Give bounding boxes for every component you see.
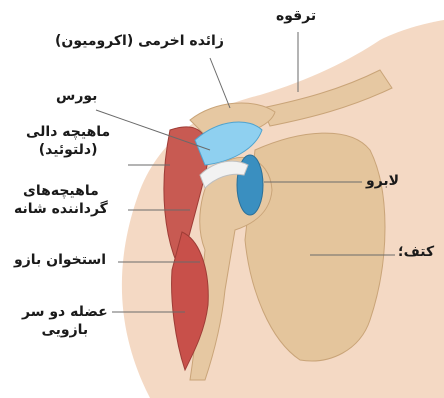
label-biceps-line1: عضله دو سر xyxy=(22,304,108,322)
label-rotator-cuff-line1: ماهیچه‌های xyxy=(14,183,108,201)
label-deltoid-line1: ماهیچه دالی xyxy=(26,124,110,142)
label-bursa: بورس xyxy=(56,88,97,106)
label-humerus: استخوان بازو xyxy=(14,252,106,270)
label-deltoid-line2: (دلتوئید) xyxy=(26,142,110,160)
label-labrum: لابرو xyxy=(366,173,399,191)
label-scapula: کتف؛ xyxy=(398,244,434,262)
label-deltoid: ماهیچه دالی (دلتوئید) xyxy=(26,124,110,159)
label-clavicle: ترقوه xyxy=(276,8,316,26)
label-rotator-cuff-line2: گرداننده شانه xyxy=(14,201,108,219)
label-rotator-cuff: ماهیچه‌های گرداننده شانه xyxy=(14,183,108,218)
label-biceps: عضله دو سر بازویی xyxy=(22,304,108,339)
label-acromion: زائده اخرمی (اکرومیون) xyxy=(55,33,224,51)
label-biceps-line2: بازویی xyxy=(22,322,108,340)
